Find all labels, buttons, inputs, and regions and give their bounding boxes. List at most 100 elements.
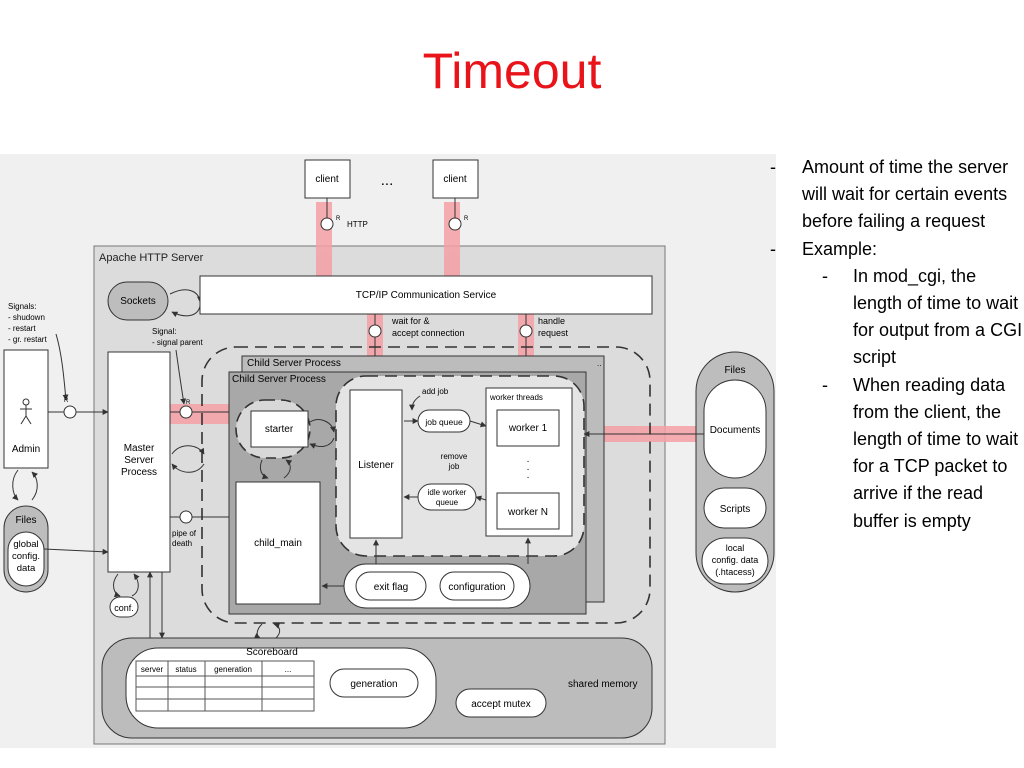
- svg-text:R: R: [464, 216, 469, 222]
- master-label-1: Master: [124, 443, 155, 454]
- svg-text:·: ·: [526, 456, 529, 467]
- job-queue-label: job queue: [424, 417, 463, 427]
- child-main-box: [235, 481, 321, 605]
- http-label: HTTP: [347, 220, 368, 229]
- pipe-of-death-label-1: pipe of: [172, 529, 197, 538]
- remove-job-label-1: remove: [441, 452, 468, 461]
- master-label-3: Process: [121, 467, 157, 478]
- sub-bullet-text-reading: When reading data from the client, the l…: [853, 374, 1019, 531]
- global-config-label-2: config.: [12, 551, 40, 562]
- svg-text:·: ·: [526, 464, 529, 475]
- files-left-label: Files: [15, 515, 36, 526]
- http-port-1: [320, 217, 334, 231]
- bullet-marker: -: [770, 157, 776, 177]
- configuration-box: [439, 571, 515, 601]
- local-config-label-2: config. data: [712, 555, 759, 565]
- scoreboard-col-server: server: [141, 665, 164, 674]
- starter-box: [250, 410, 309, 448]
- worker-threads-label: worker threads: [489, 393, 543, 402]
- signal-parent-label-1: Signal:: [152, 327, 176, 336]
- scoreboard-col-generation: generation: [214, 665, 252, 674]
- local-config-box: [701, 537, 769, 585]
- client-label-1: client: [315, 174, 339, 185]
- bullet-marker: -: [822, 374, 828, 395]
- conf-box: [109, 596, 139, 618]
- scoreboard-box: [125, 647, 437, 729]
- bullet-item: - Example:: [770, 236, 1024, 263]
- signals-label-2: - shudown: [8, 313, 45, 322]
- admin-label: Admin: [12, 444, 40, 455]
- master-r-label: R: [186, 400, 191, 406]
- tcpip-label: TCP/IP Communication Service: [356, 290, 497, 301]
- client-label-2: client: [443, 174, 467, 185]
- svg-text:R: R: [336, 216, 341, 222]
- bullet-marker: -: [822, 265, 828, 286]
- master-signal-port: [179, 405, 193, 419]
- starter-label: starter: [265, 424, 294, 435]
- notes-panel: - Amount of time the server will wait fo…: [770, 154, 1024, 535]
- accept-mutex-box: [455, 688, 547, 718]
- global-config-label-3: data: [17, 563, 36, 574]
- wait-accept-label-1: wait for &: [391, 316, 430, 326]
- signals-label-3: - restart: [8, 324, 36, 333]
- accept-mutex-label: accept mutex: [471, 699, 530, 710]
- worker-n-box: [496, 492, 560, 530]
- handle-request-port: [519, 324, 533, 338]
- pipe-of-death-port: [179, 510, 193, 524]
- conf-label: conf.: [114, 603, 134, 613]
- sockets-label: Sockets: [120, 296, 156, 307]
- configuration-label: configuration: [448, 582, 505, 593]
- generation-box: [329, 668, 419, 698]
- local-config-label-1: local: [726, 543, 745, 553]
- handle-request-label-1: handle: [538, 316, 565, 326]
- local-config-label-3: (.htacess): [715, 567, 755, 577]
- scoreboard-label: Scoreboard: [246, 647, 298, 658]
- scoreboard-col-status: status: [175, 665, 196, 674]
- bullet-item: - Amount of time the server will wait fo…: [770, 154, 1024, 236]
- master-label-2: Server: [124, 455, 154, 466]
- master-server-box: [107, 351, 171, 573]
- bullet-text-example: Example:: [802, 238, 878, 259]
- files-right-label: Files: [724, 365, 745, 376]
- child-process-front-label: Child Server Process: [232, 374, 326, 385]
- wait-accept-label-2: accept connection: [392, 328, 465, 338]
- tcpip-box: [199, 275, 653, 315]
- global-config-label-1: global: [13, 539, 38, 550]
- slide-title: Timeout: [422, 43, 602, 99]
- sockets-box: [107, 281, 169, 321]
- handle-request-label-2: request: [538, 328, 569, 338]
- listener-box: [349, 389, 403, 539]
- wait-accept-port: [368, 324, 382, 338]
- scripts-label: Scripts: [720, 504, 751, 515]
- child-main-label: child_main: [254, 538, 302, 549]
- exit-flag-label: exit flag: [374, 582, 408, 593]
- worker-1-label: worker 1: [508, 423, 548, 434]
- child-process-back-label: Child Server Process: [247, 358, 341, 369]
- signals-label-1: Signals:: [8, 302, 36, 311]
- svg-text:R: R: [64, 398, 69, 404]
- scoreboard-table: [135, 660, 315, 712]
- bullet-marker: -: [770, 238, 776, 259]
- pipe-of-death-label-2: death: [172, 539, 192, 548]
- sub-bullet-text-mod-cgi: In mod_cgi, the length of time to wait f…: [853, 265, 1023, 368]
- signals-label-4: - gr. restart: [8, 335, 47, 344]
- client-box-2: [432, 159, 479, 199]
- remove-job-label-2: job: [448, 462, 460, 471]
- idle-worker-queue-label-2: queue: [436, 498, 459, 507]
- http-port-2: [448, 217, 462, 231]
- sub-bullet-item: - When reading data from the client, the…: [770, 372, 1024, 535]
- idle-worker-queue-label-1: idle worker: [428, 488, 467, 497]
- svg-text:..: ..: [597, 359, 601, 368]
- shared-memory-label: shared memory: [568, 679, 637, 690]
- worker-n-label: worker N: [507, 507, 548, 518]
- apache-architecture-diagram: Apache HTTP Server client ... client R H…: [0, 154, 776, 748]
- documents-label: Documents: [710, 425, 761, 436]
- sub-bullet-item: - In mod_cgi, the length of time to wait…: [770, 263, 1024, 372]
- child-processes-dashed: [201, 346, 651, 624]
- exit-flag-box: [355, 571, 427, 601]
- scripts-box: [703, 487, 767, 529]
- bullet-text-timeout-def: Amount of time the server will wait for …: [802, 157, 1009, 232]
- svg-text:·: ·: [526, 472, 529, 483]
- admin-person-icon: [20, 398, 32, 425]
- generation-label: generation: [350, 679, 397, 690]
